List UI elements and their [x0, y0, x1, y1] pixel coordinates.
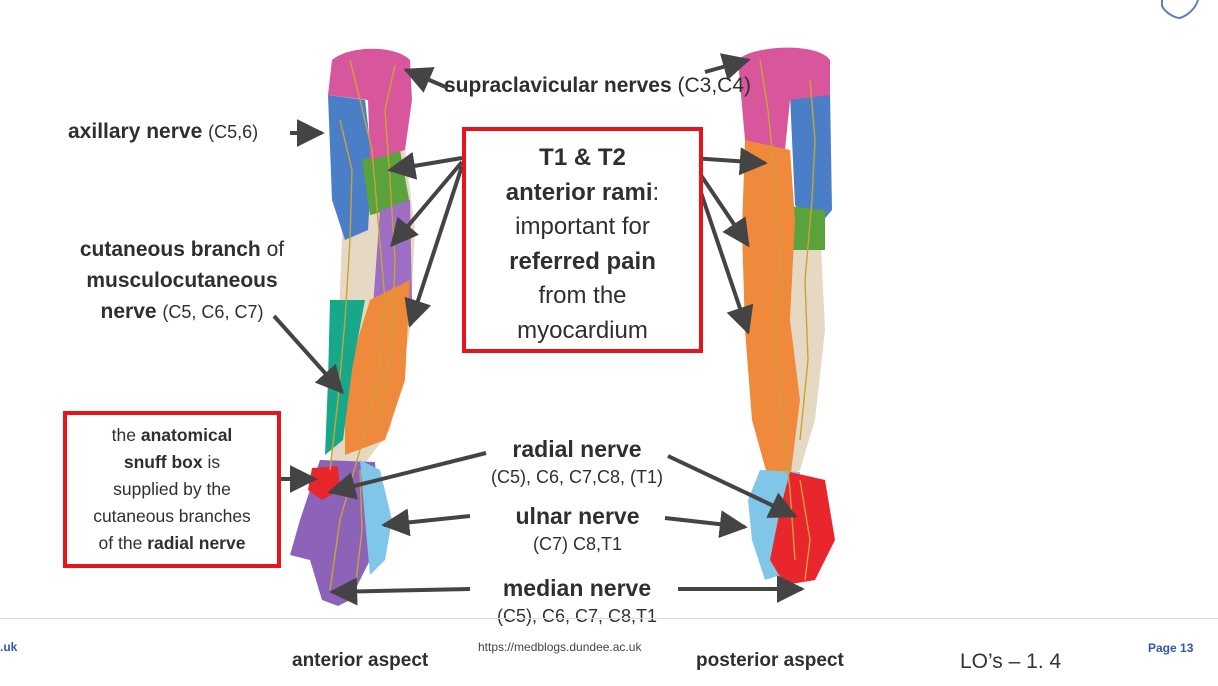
snuff-anatomical: anatomical: [140, 425, 233, 445]
arrow-radial-anterior: [327, 451, 487, 500]
footer-left-fragment: .uk: [0, 640, 18, 654]
arrow-supraclavicular-anterior: [403, 67, 449, 93]
musculocutaneous-label: cutaneous branch of musculocutaneous ner…: [66, 234, 298, 328]
posterior-axillary-region: [790, 90, 832, 230]
t1t2-line4: referred pain: [509, 247, 656, 275]
posterior-nerve-lines: [759, 59, 816, 581]
supraclavicular-roots: (C3,C4): [677, 74, 751, 97]
arrow-t1t2-1: [387, 152, 463, 180]
anterior-hand-ulnar: [360, 460, 392, 575]
anterior-supraclavicular-region: [328, 48, 412, 160]
t1t2-line2-bold: anterior rami: [505, 178, 653, 206]
radial-roots: (C5), C6, C7,C8, (T1): [490, 467, 664, 487]
arrow-t1t2-2: [390, 160, 464, 248]
musculocut-line3-bold: nerve: [100, 300, 157, 323]
arrow-radial-posterior: [667, 454, 798, 518]
axillary-roots: (C5,6): [208, 122, 259, 142]
t1t2-line3: important for: [515, 213, 650, 240]
snuffbox-highlight-box: the anatomical snuff box is supplied by …: [63, 411, 281, 568]
t1t2-line5: from the: [538, 282, 627, 309]
supraclavicular-name: supraclavicular nerves: [444, 74, 672, 97]
page-number: Page 13: [1148, 641, 1194, 655]
anterior-radial-region: [345, 280, 410, 455]
arrow-supraclavicular-posterior: [704, 53, 751, 81]
median-name: median nerve: [502, 575, 652, 601]
axillary-label: axillary nerve (C5,6): [68, 120, 258, 144]
t1t2-line6: myocardium: [517, 316, 648, 344]
snuff-line4: cutaneous branches: [93, 506, 251, 526]
t1t2-highlight-box: T1 & T2 anterior rami: important for ref…: [462, 127, 703, 353]
musculocut-roots: (C5, C6, C7): [162, 302, 264, 322]
snuff-line3: supplied by the: [113, 479, 231, 499]
arrow-ulnar-posterior: [664, 510, 748, 539]
radial-label: radial nerve (C5), C6, C7,C8, (T1): [470, 436, 684, 488]
ulnar-label: ulnar nerve (C7) C8,T1: [480, 503, 675, 555]
arrow-musculocutaneous: [272, 314, 344, 395]
snuff-the: the: [111, 425, 136, 445]
ulnar-name: ulnar nerve: [515, 503, 640, 529]
shield-icon: [1161, 0, 1199, 20]
posterior-supraclavicular-region: [738, 47, 830, 151]
snuff-of-the: of the: [98, 533, 143, 553]
snuff-radial: radial nerve: [147, 533, 246, 553]
posterior-aspect-caption: posterior aspect: [696, 650, 844, 671]
median-roots: (C5), C6, C7, C8,T1: [496, 606, 658, 626]
axillary-name: axillary nerve: [68, 120, 203, 143]
arrow-t1t2-3: [404, 165, 464, 328]
footer-divider: [0, 618, 1218, 619]
posterior-arm: [738, 47, 835, 585]
musculocut-line1-rest: of: [266, 238, 285, 261]
arrow-t1t2-4: [691, 147, 768, 176]
snuff-box: snuff box: [123, 452, 203, 472]
footer-url[interactable]: https://medblogs.dundee.ac.uk: [478, 640, 642, 654]
t1t2-line1: T1 & T2: [539, 144, 626, 171]
musculocut-line1-bold: cutaneous branch: [79, 238, 261, 261]
median-label: median nerve (C5), C6, C7, C8,T1: [470, 575, 684, 627]
t1t2-line2-colon: :: [652, 178, 660, 206]
posterior-radial-region: [742, 140, 800, 485]
snuff-is: is: [207, 452, 221, 472]
arrow-median-anterior: [329, 577, 471, 606]
ulnar-roots: (C7) C8,T1: [532, 534, 622, 554]
anterior-axillary-region: [328, 95, 372, 240]
arrow-ulnar-anterior: [381, 508, 471, 537]
musculocut-line2: musculocutaneous: [86, 269, 278, 292]
anterior-aspect-caption: anterior aspect: [292, 650, 429, 671]
radial-name: radial nerve: [512, 436, 642, 462]
supraclavicular-label: supraclavicular nerves (C3,C4): [444, 74, 751, 98]
anterior-musculocutaneous-region: [325, 300, 365, 455]
learning-objectives-label: LO’s – 1. 4: [960, 650, 1062, 673]
